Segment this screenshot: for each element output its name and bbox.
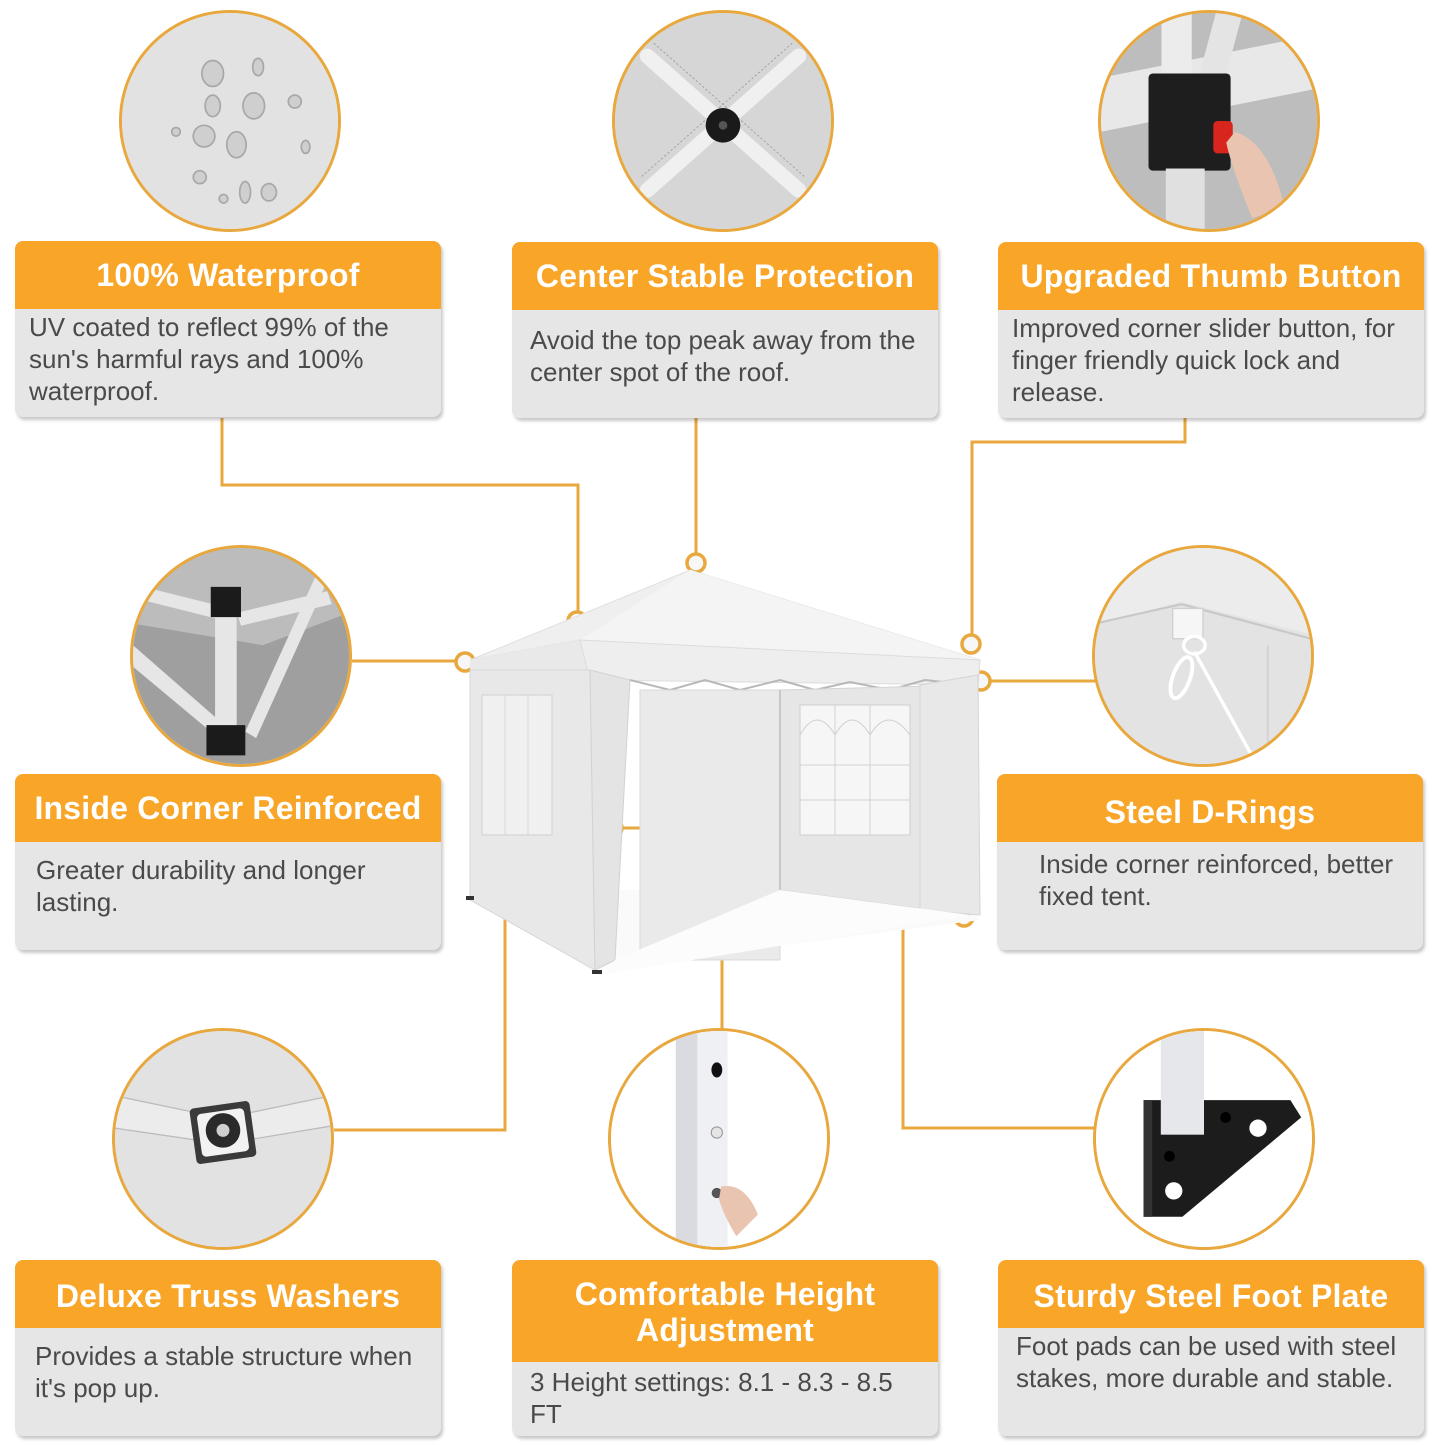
water-droplets-icon — [122, 13, 338, 229]
feature-image-d-rings — [1092, 545, 1314, 767]
feature-description: Inside corner reinforced, better fixed t… — [1039, 849, 1394, 911]
feature-image-truss-washer — [112, 1028, 334, 1250]
feature-description: Greater durability and longer lasting. — [36, 855, 366, 917]
feature-image-thumb-button — [1098, 10, 1320, 232]
feature-card-height-adjustment: Comfortable Height Adjustment 3 Height s… — [512, 1260, 938, 1436]
feature-image-center-hub — [612, 10, 834, 232]
feature-description: Provides a stable structure when it's po… — [35, 1341, 413, 1403]
feature-description: Foot pads can be used with steel stakes,… — [1016, 1331, 1397, 1393]
feature-image-waterproof — [119, 10, 341, 232]
feature-card-foot-plate: Sturdy Steel Foot Plate Foot pads can be… — [998, 1260, 1424, 1436]
feature-description: Avoid the top peak away from the center … — [530, 325, 916, 387]
feature-card-truss-washers: Deluxe Truss Washers Provides a stable s… — [15, 1260, 441, 1436]
feature-description: UV coated to reflect 99% of the sun's ha… — [29, 312, 389, 406]
feature-image-foot-plate — [1093, 1028, 1315, 1250]
feature-title: Upgraded Thumb Button — [998, 242, 1424, 310]
feature-card-d-rings: Steel D-Rings Inside corner reinforced, … — [997, 774, 1423, 950]
feature-image-inside-corner — [130, 545, 352, 767]
feature-title: Sturdy Steel Foot Plate — [998, 1260, 1424, 1328]
height-adjust-leg-icon — [611, 1031, 827, 1247]
truss-washer-icon — [115, 1031, 331, 1247]
canopy-tent-image — [440, 550, 1020, 990]
feature-title: Inside Corner Reinforced — [15, 774, 441, 842]
feature-card-center-stable: Center Stable Protection Avoid the top p… — [512, 242, 938, 418]
thumb-button-icon — [1101, 13, 1317, 229]
feature-description: 3 Height settings: 8.1 - 8.3 - 8.5 FT — [530, 1367, 893, 1429]
feature-title: Comfortable Height Adjustment — [512, 1260, 938, 1362]
center-hub-icon — [615, 13, 831, 229]
feature-card-waterproof: 100% Waterproof UV coated to reflect 99%… — [15, 241, 441, 417]
frame-corner-icon — [133, 548, 349, 764]
feature-title: Center Stable Protection — [512, 242, 938, 310]
feature-image-height-adjust — [608, 1028, 830, 1250]
feature-card-thumb-button: Upgraded Thumb Button Improved corner sl… — [998, 242, 1424, 418]
d-ring-icon — [1095, 548, 1311, 764]
feature-title: Steel D-Rings — [997, 774, 1423, 842]
feature-card-inside-corner: Inside Corner Reinforced Greater durabil… — [15, 774, 441, 950]
foot-plate-icon — [1096, 1031, 1312, 1247]
feature-description: Improved corner slider button, for finge… — [1012, 313, 1395, 407]
feature-title: Deluxe Truss Washers — [15, 1260, 441, 1328]
feature-title: 100% Waterproof — [15, 241, 441, 309]
